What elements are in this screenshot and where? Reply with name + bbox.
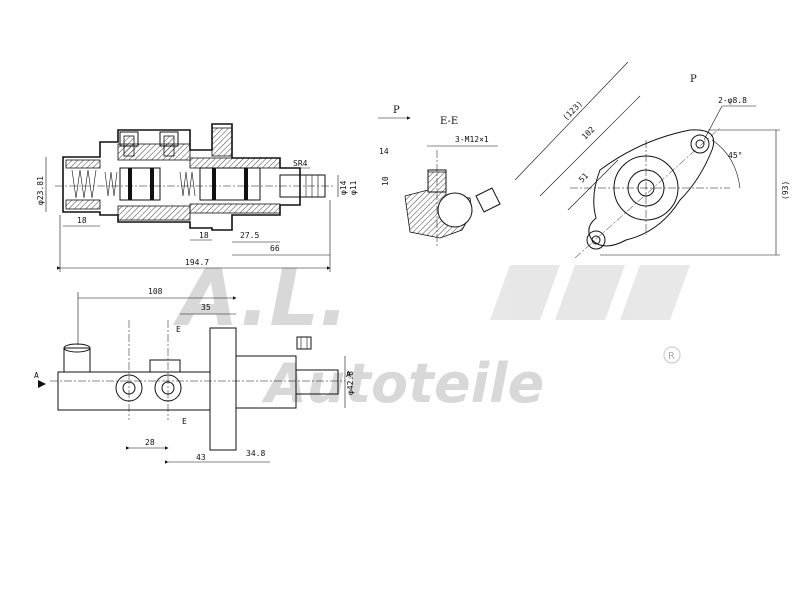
dim-34-8: 34.8 xyxy=(246,449,265,458)
watermark-logo: A.L. xyxy=(172,254,349,344)
hole-spec: 2-φ8.8 xyxy=(718,96,747,105)
thread-label: SR4 xyxy=(293,159,308,168)
dim-102: 102 xyxy=(580,125,597,142)
thread-spec: 3-M12×1 xyxy=(455,135,489,144)
angle-45: 45° xyxy=(728,151,742,160)
section-ee-view: P E-E 3-M12×1 14 10 xyxy=(378,105,501,246)
section-a-right: A xyxy=(346,370,351,379)
dim-dia-14: φ14 xyxy=(339,180,348,195)
dim-27-5: 27.5 xyxy=(240,231,259,240)
dim-93: (93) xyxy=(781,181,790,200)
side-section-view: 194.7 18 18 27.5 66 φ23.81 φ14 φ11 SR4 xyxy=(36,123,358,272)
dim-51: 51 xyxy=(577,171,590,184)
dim-18-mid: 18 xyxy=(199,231,209,240)
dim-overall: 194.7 xyxy=(185,258,209,267)
watermark: A.L. Autoteile R xyxy=(172,254,690,415)
watermark-stripes xyxy=(490,265,690,320)
flange-label-p: P xyxy=(690,74,697,85)
flange-view: P (123) 102 51 (93) 2-φ8.8 45° xyxy=(514,61,790,259)
dim-66: 66 xyxy=(270,244,280,253)
section-a-left: A xyxy=(34,371,39,380)
dim-35: 35 xyxy=(201,303,211,312)
top-view: 108 35 28 43 34.8 φ42.8 A E E A xyxy=(34,287,355,464)
registered-mark-text: R xyxy=(668,351,675,362)
section-e-top: E xyxy=(176,325,181,334)
dim-14-section: 14 xyxy=(379,147,389,156)
section-title: E-E xyxy=(440,116,458,127)
dim-108: 108 xyxy=(148,287,163,296)
section-e-bottom: E xyxy=(182,417,187,426)
dim-dia-23-81: φ23.81 xyxy=(36,176,45,205)
watermark-brand: Autoteile xyxy=(261,352,544,415)
view-arrow-p: P xyxy=(393,105,400,116)
dim-dia-11: φ11 xyxy=(349,180,358,195)
dim-43: 43 xyxy=(196,453,206,462)
registered-mark-icon xyxy=(663,346,681,364)
dim-10-section: 10 xyxy=(381,176,390,186)
dim-18-left: 18 xyxy=(77,216,87,225)
dim-28: 28 xyxy=(145,438,155,447)
dim-dia-42-8: φ42.8 xyxy=(346,371,355,395)
